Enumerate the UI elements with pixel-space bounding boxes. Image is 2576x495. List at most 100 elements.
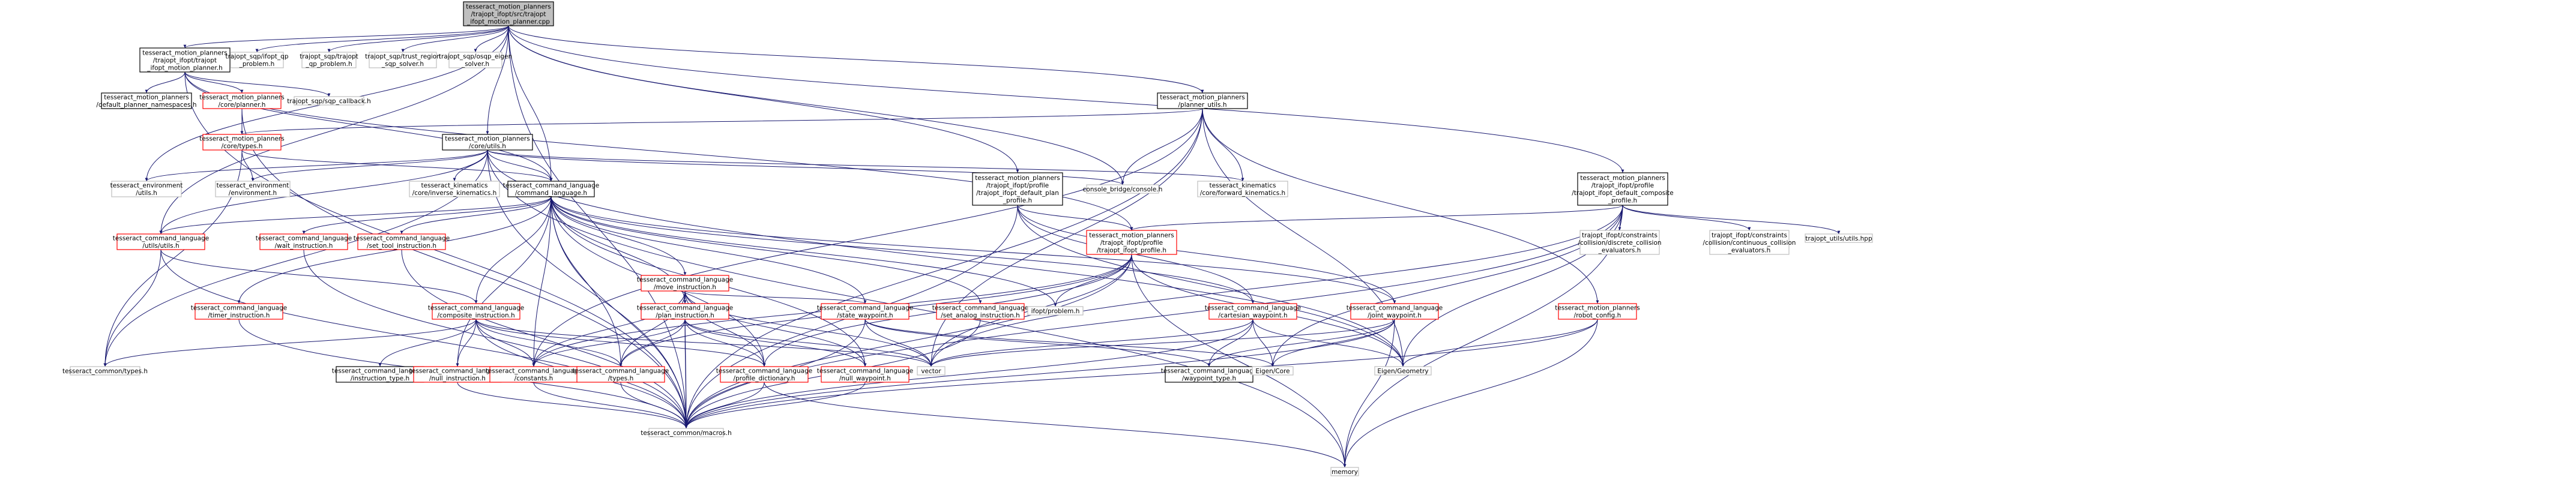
edge-cl_h-to-ifopt_problem bbox=[550, 196, 1057, 307]
node-box bbox=[195, 303, 283, 320]
node-wait[interactable]: tesseract_command_language/wait_instruct… bbox=[256, 233, 352, 250]
node-box bbox=[409, 181, 500, 197]
node-label-line: _ifopt_motion_planner.h bbox=[146, 64, 222, 71]
node-default_plan[interactable]: tesseract_motion_planners/trajopt_ifopt/… bbox=[972, 172, 1063, 206]
node-label-line: /trajopt_ifopt_profile.h bbox=[1097, 247, 1166, 254]
node-label-line: /trajopt_ifopt/profile bbox=[986, 182, 1049, 190]
node-kin_fwd[interactable]: tesseract_kinematics/core/forward_kinema… bbox=[1197, 181, 1288, 197]
node-kin_inv[interactable]: tesseract_kinematics/core/inverse_kinema… bbox=[409, 181, 500, 197]
node-memory[interactable]: memory bbox=[1330, 467, 1359, 476]
edge-default_comp-to-continuous bbox=[1622, 205, 1751, 231]
node-tq_prob[interactable]: trajopt_sqp/ifopt_qp_problem.h bbox=[226, 52, 289, 68]
node-box bbox=[972, 172, 1063, 206]
node-planner_utils[interactable]: tesseract_motion_planners/planner_utils.… bbox=[1157, 92, 1248, 109]
node-core_planner[interactable]: tesseract_motion_planners/core/planner.h bbox=[199, 92, 285, 109]
edge-cl_h-to-composite bbox=[474, 196, 552, 304]
node-label-line: /state_waypoint.h bbox=[837, 312, 893, 319]
node-box bbox=[139, 47, 231, 73]
node-label-line: _profile.h bbox=[1003, 197, 1032, 205]
edge-cl_h-to-state_wp bbox=[550, 196, 867, 304]
node-setanalog[interactable]: tesseract_command_language/set_analog_in… bbox=[932, 303, 1028, 320]
node-ifopt_profile[interactable]: tesseract_motion_planners/trajopt_ifopt/… bbox=[1086, 230, 1177, 255]
node-robot_config[interactable]: tesseract_motion_planners/robot_config.h bbox=[1555, 303, 1640, 320]
node-state_wp[interactable]: tesseract_command_language/state_waypoin… bbox=[817, 303, 913, 320]
node-console[interactable]: console_bridge/console.h bbox=[1083, 184, 1163, 194]
node-root[interactable]: tesseract_motion_planners/trajopt_ifopt/… bbox=[463, 1, 554, 26]
node-instr_type[interactable]: tesseract_command_language/instruction_t… bbox=[332, 366, 428, 383]
node-label-line: /core/utils.h bbox=[469, 143, 506, 150]
node-label-line: /collision/continuous_collision bbox=[1703, 239, 1796, 247]
node-constants[interactable]: tesseract_command_language/constants.h bbox=[486, 366, 582, 383]
node-box bbox=[1709, 230, 1790, 255]
node-label-line: tesseract_kinematics bbox=[1210, 182, 1276, 190]
node-label-line: _evaluators.h bbox=[1598, 247, 1641, 254]
node-label-line: trajopt_sqp/ifopt_qp bbox=[226, 53, 289, 61]
node-settool[interactable]: tesseract_command_language/set_tool_inst… bbox=[354, 233, 450, 250]
edge-cl_h-to-move bbox=[550, 196, 687, 276]
node-label-line: /timer_instruction.h bbox=[208, 312, 270, 319]
edge-robot_config-to-memory bbox=[1343, 319, 1598, 468]
node-null_wp[interactable]: tesseract_command_language/null_waypoint… bbox=[817, 366, 913, 383]
node-composite[interactable]: tesseract_command_language/composite_ins… bbox=[428, 303, 524, 320]
node-joint_wp[interactable]: tesseract_command_language/joint_waypoin… bbox=[1347, 303, 1443, 320]
node-profile_dict[interactable]: tesseract_command_language/profile_dicti… bbox=[716, 366, 812, 383]
node-tu_utils[interactable]: trajopt_utils/utils.hpp bbox=[1805, 233, 1873, 243]
edge-cart_wp-to-vector bbox=[929, 319, 1253, 367]
node-label-line: /core/types.h bbox=[222, 143, 263, 150]
node-env_utils[interactable]: tesseract_environment/utils.h bbox=[110, 181, 183, 197]
edge-root-to-core_utils bbox=[486, 25, 509, 135]
node-plan[interactable]: tesseract_command_language/plan_instruct… bbox=[637, 303, 733, 320]
node-box bbox=[489, 366, 578, 383]
node-label-line: /composite_instruction.h bbox=[437, 312, 514, 319]
node-eigen_core[interactable]: Eigen/Core bbox=[1252, 366, 1294, 376]
node-cart_wp[interactable]: tesseract_command_language/cartesian_way… bbox=[1205, 303, 1301, 320]
node-tmp_h[interactable]: tesseract_motion_planners/trajopt_ifopt/… bbox=[139, 47, 231, 73]
node-macros[interactable]: tesseract_common/macros.h bbox=[641, 428, 732, 437]
node-label-line: _ifopt_motion_planner.cpp bbox=[466, 18, 550, 25]
edge-composite-to-constants bbox=[475, 319, 535, 367]
node-cl_h[interactable]: tesseract_command_language/command_langu… bbox=[503, 181, 599, 197]
node-sqp_cb[interactable]: trajopt_sqp/sqp_callback.h bbox=[287, 96, 371, 106]
node-discrete[interactable]: trajopt_ifopt/constraints/collision/disc… bbox=[1578, 230, 1662, 255]
node-label-line: /trajopt_ifopt/profile bbox=[1100, 239, 1163, 247]
node-tq_trust[interactable]: trajopt_sqp/trust_region_sqp_solver.h bbox=[365, 52, 441, 68]
node-wp_type[interactable]: tesseract_command_language/waypoint_type… bbox=[1161, 366, 1257, 383]
edge-planner_utils-to-robot_config bbox=[1202, 108, 1599, 304]
edge-root-to-osqp bbox=[474, 25, 509, 53]
node-box bbox=[1558, 303, 1637, 320]
node-label-line: tesseract_motion_planners bbox=[199, 94, 284, 101]
node-core_utils[interactable]: tesseract_motion_planners/core/utils.h bbox=[442, 134, 533, 151]
node-move[interactable]: tesseract_command_language/move_instruct… bbox=[637, 275, 733, 292]
node-dpn[interactable]: tesseract_motion_planners/default_planne… bbox=[96, 92, 197, 109]
edge-tmp_h-to-core_planner bbox=[184, 71, 244, 94]
node-vector[interactable]: vector bbox=[917, 366, 946, 376]
node-label-line: /trajopt_ifopt_default_composite bbox=[1572, 190, 1674, 197]
node-label-line: /waypoint_type.h bbox=[1182, 375, 1236, 382]
edge-move-to-state_wp bbox=[684, 290, 867, 304]
node-timer[interactable]: tesseract_command_language/timer_instruc… bbox=[191, 303, 287, 320]
node-null_instr[interactable]: tesseract_command_language/null_instruct… bbox=[409, 366, 505, 383]
node-eigen_geom[interactable]: Eigen/Geometry bbox=[1374, 366, 1432, 376]
node-cl_utils[interactable]: tesseract_command_language/utils/utils.h bbox=[113, 233, 209, 250]
node-tq_trajopt[interactable]: trajopt_sqp/trajopt_qp_problem.h bbox=[300, 52, 358, 68]
node-label-line: tesseract_command_language bbox=[486, 368, 582, 375]
edge-robot_config-to-macros bbox=[684, 319, 1598, 429]
node-box bbox=[1579, 230, 1660, 255]
node-label-line: /utils.h bbox=[136, 190, 157, 197]
node-env_env[interactable]: tesseract_environment/environment.h bbox=[215, 181, 291, 197]
node-label-line: tesseract_command_language bbox=[503, 182, 599, 190]
node-box bbox=[413, 366, 502, 383]
edge-move-to-null_wp bbox=[684, 290, 867, 367]
node-default_comp[interactable]: tesseract_motion_planners/trajopt_ifopt/… bbox=[1572, 172, 1674, 206]
edge-root-to-default_comp bbox=[508, 25, 1624, 173]
node-common_types[interactable]: tesseract_common/types.h bbox=[62, 366, 148, 376]
node-cl_types[interactable]: tesseract_command_language/types.h bbox=[573, 366, 669, 383]
node-box bbox=[507, 181, 595, 197]
edge-ifopt_profile-to-macros bbox=[684, 254, 1132, 429]
node-continuous[interactable]: trajopt_ifopt/constraints/collision/cont… bbox=[1703, 230, 1796, 255]
node-label-line: /environment.h bbox=[229, 190, 277, 197]
node-osqp[interactable]: trajopt_sqp/osqp_eigen_solver.h bbox=[439, 52, 512, 68]
node-core_types[interactable]: tesseract_motion_planners/core/types.h bbox=[199, 134, 285, 151]
node-ifopt_problem[interactable]: ifopt/problem.h bbox=[1027, 306, 1084, 316]
edge-root-to-console bbox=[508, 25, 1124, 185]
